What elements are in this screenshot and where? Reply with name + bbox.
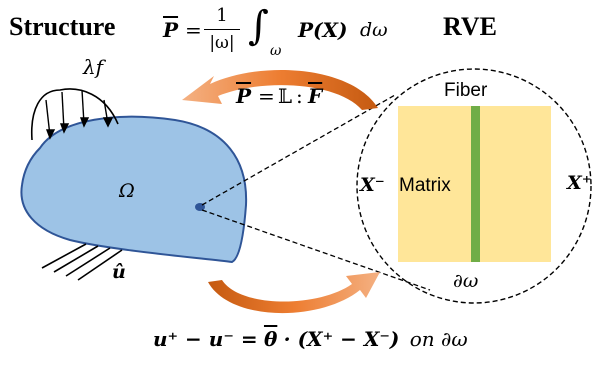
constitutive-equals: = [258,84,275,108]
bc-suffix: on ∂ω [409,327,468,351]
load-arrows [45,89,114,140]
constitutive-lhs: P [236,84,252,108]
periodic-bc-equation: u⁺ − u⁻ = θ · (X⁺ − X⁻) on ∂ω [153,329,468,349]
x-plus-label: X⁺ [567,172,592,194]
load-distribution-curve [30,88,119,141]
displacement-label: û [112,261,126,283]
load-label: λf [83,57,103,77]
fiber-region [471,106,480,262]
integrand: P(X) [298,18,348,42]
equals-sign: = [185,18,202,42]
fraction-bar [204,29,240,30]
structure-body [20,115,248,264]
integral-domain: ω [270,43,282,59]
bc-theta: θ [263,327,278,351]
domain-label: Ω [119,180,135,202]
fiber-label: Fiber [444,80,488,101]
double-contraction: : [296,84,303,108]
differential: dω [360,19,388,41]
fraction-denominator: |ω| [209,33,235,53]
boundary-label: ∂ω [453,270,479,292]
stiffness-tensor: 𝕃 [278,84,293,108]
zoom-line-top [201,94,396,206]
fraction-numerator: 1 [216,5,228,26]
support-hatch [41,243,123,281]
downscale-arrow [208,272,380,314]
constitutive-rhs: F [308,84,323,108]
bc-rhs: · (X⁺ − X⁻) [283,327,400,351]
bc-lhs: u⁺ − u⁻ = [153,327,258,351]
structure-title: Structure [9,12,116,41]
x-minus-label: X⁻ [360,174,385,196]
rve-title: RVE [443,12,497,41]
fraction: 1 |ω| [204,5,240,53]
zoom-line-bottom [201,209,431,291]
load-label-text: λf [83,55,104,79]
upscale-arrow [182,69,378,110]
rve-boundary-circle [356,68,592,304]
integral-sign: ∫ [248,3,269,49]
avg-stress-symbol: P [163,18,179,42]
matrix-label: Matrix [399,175,451,196]
